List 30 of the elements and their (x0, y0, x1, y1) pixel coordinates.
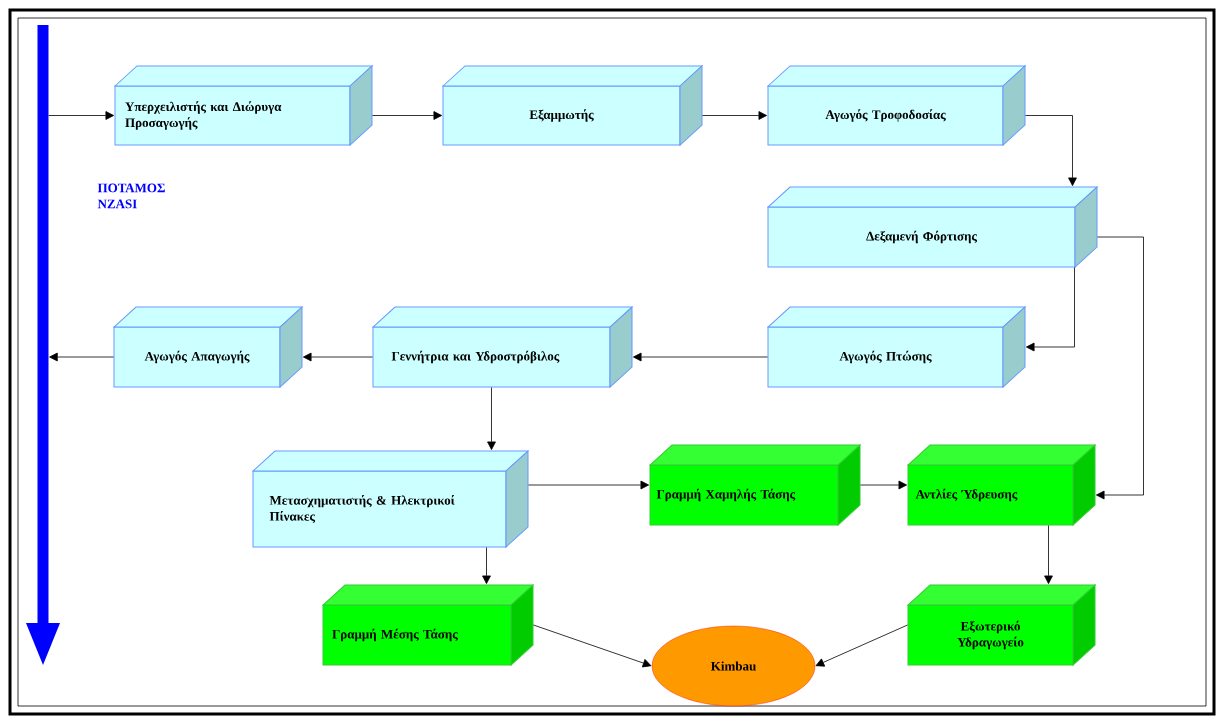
arrow (528, 480, 649, 490)
box: Δεξαμενή Φόρτισης (767, 186, 1098, 268)
arrow (815, 624, 908, 667)
arrow (48, 111, 114, 120)
arrow (372, 111, 442, 120)
ellipse-node: Kimbau (651, 625, 816, 707)
arrow (1096, 236, 1144, 500)
box: Αγωγός Απαγωγής (113, 306, 303, 388)
box: Γραμμή Μέσης Τάσης (322, 584, 534, 666)
arrow (860, 480, 907, 490)
arrow (1044, 525, 1053, 584)
arrow (303, 352, 373, 362)
arrow (533, 624, 652, 668)
box: Γεννήτρια και Υδροστρόβιλος (372, 306, 633, 388)
box: Γραμμή Χαμηλής Τάσης (649, 444, 861, 526)
box: Μετασχηματιστής & Ηλεκτρικοί Πίνακες (252, 450, 529, 548)
arrow (482, 547, 491, 584)
box: Αγωγός Πτώσης (767, 306, 1026, 388)
arrow (49, 352, 114, 362)
arrow (1026, 267, 1075, 352)
arrow (633, 352, 768, 362)
arrow (702, 111, 767, 120)
arrow (1025, 115, 1077, 186)
box: Αντλίες Ύδρευσης (907, 444, 1096, 526)
box: Αγωγός Τροφοδοσίας (767, 65, 1026, 146)
arrow (487, 387, 496, 450)
box: Εξαμμωτής (442, 65, 703, 146)
river-label: ΠΟΤΑΜΟΣ ΝΖΑSI (97, 183, 165, 209)
box: Υπερχειλιστής και Διώρυγα Προσαγωγής (114, 65, 373, 146)
box: Εξωτερικό Υδραγωγείο (907, 584, 1096, 666)
